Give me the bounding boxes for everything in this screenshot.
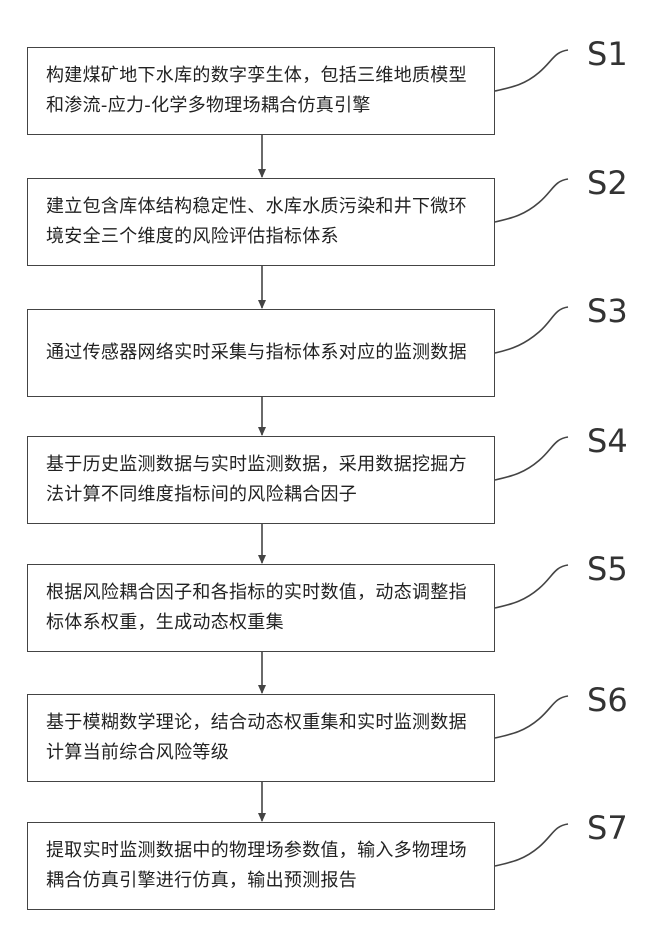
step-text: 根据风险耦合因子和各指标的实时数值，动态调整指标体系权重，生成动态权重集 (46, 578, 476, 638)
leader-line-s7 (495, 824, 568, 866)
step-label-s6: S6 (587, 680, 628, 720)
step-box-s3: 通过传感器网络实时采集与指标体系对应的监测数据 (27, 309, 495, 397)
step-text: 建立包含库体结构稳定性、水库水质污染和井下微环境安全三个维度的风险评估指标体系 (46, 192, 476, 252)
step-label-s5: S5 (587, 549, 628, 589)
step-text: 提取实时监测数据中的物理场参数值，输入多物理场耦合仿真引擎进行仿真，输出预测报告 (46, 836, 476, 896)
step-label-s4: S4 (587, 421, 628, 461)
step-label-s7: S7 (587, 808, 628, 848)
step-box-s6: 基于模糊数学理论，结合动态权重集和实时监测数据计算当前综合风险等级 (27, 694, 495, 782)
step-text: 通过传感器网络实时采集与指标体系对应的监测数据 (46, 338, 467, 368)
step-box-s7: 提取实时监测数据中的物理场参数值，输入多物理场耦合仿真引擎进行仿真，输出预测报告 (27, 822, 495, 910)
step-text: 构建煤矿地下水库的数字孪生体，包括三维地质模型和渗流-应力-化学多物理场耦合仿真… (46, 61, 476, 121)
leader-line-s4 (495, 437, 568, 480)
leader-line-s6 (495, 696, 568, 738)
step-box-s4: 基于历史监测数据与实时监测数据，采用数据挖掘方法计算不同维度指标间的风险耦合因子 (27, 436, 495, 524)
step-box-s5: 根据风险耦合因子和各指标的实时数值，动态调整指标体系权重，生成动态权重集 (27, 564, 495, 652)
step-label-s2: S2 (587, 163, 628, 203)
step-box-s1: 构建煤矿地下水库的数字孪生体，包括三维地质模型和渗流-应力-化学多物理场耦合仿真… (27, 47, 495, 135)
step-text: 基于模糊数学理论，结合动态权重集和实时监测数据计算当前综合风险等级 (46, 708, 476, 768)
step-box-s2: 建立包含库体结构稳定性、水库水质污染和井下微环境安全三个维度的风险评估指标体系 (27, 178, 495, 266)
step-text: 基于历史监测数据与实时监测数据，采用数据挖掘方法计算不同维度指标间的风险耦合因子 (46, 450, 476, 510)
step-label-s1: S1 (587, 34, 628, 74)
leader-line-s2 (495, 179, 568, 222)
leader-line-s5 (495, 565, 568, 608)
leader-line-s3 (495, 307, 568, 353)
leader-line-s1 (495, 50, 568, 91)
step-label-s3: S3 (587, 291, 628, 331)
